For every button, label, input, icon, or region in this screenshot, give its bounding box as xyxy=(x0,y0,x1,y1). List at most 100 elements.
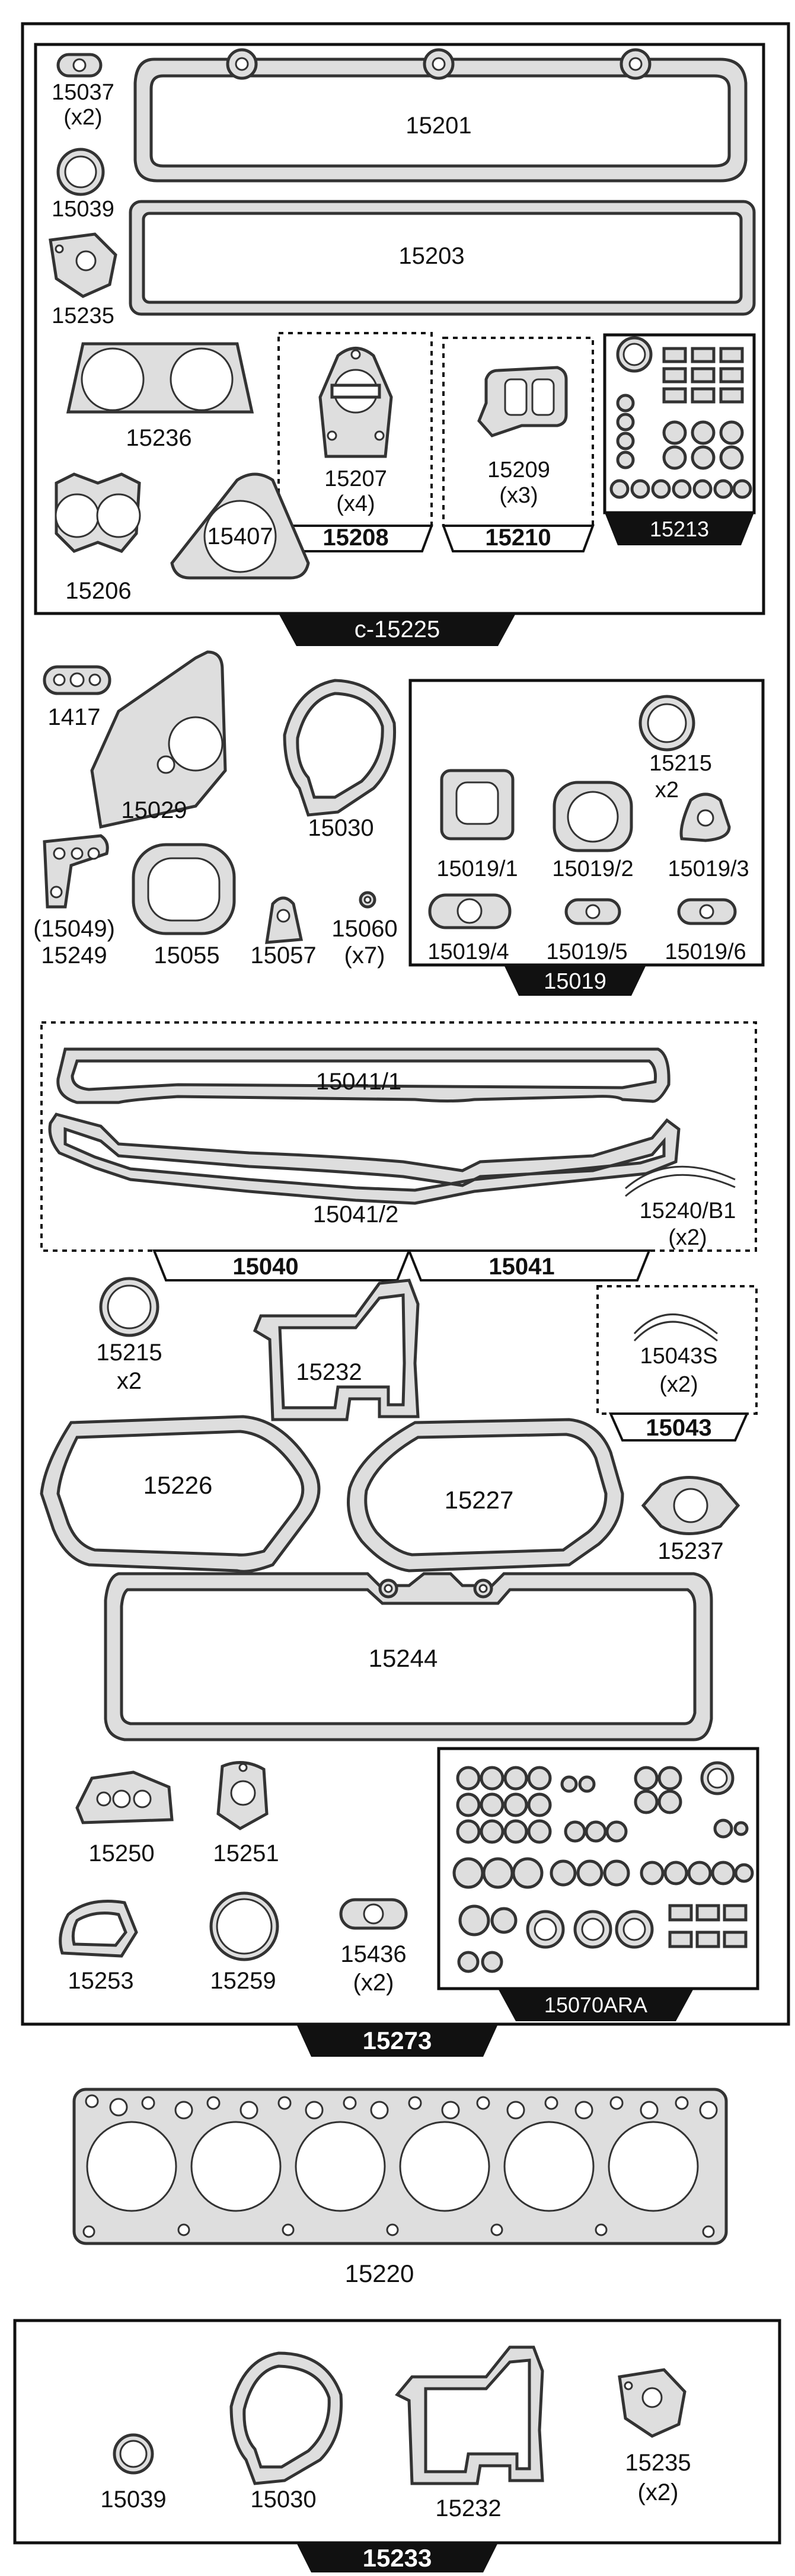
gasket-15019-2 xyxy=(553,781,633,852)
label-15407: 15407 xyxy=(207,523,273,549)
kit-15213-tab xyxy=(605,513,754,545)
gasket-15237 xyxy=(641,1476,740,1535)
label-15232: 15232 xyxy=(296,1359,362,1385)
label-15207-qty: (x4) xyxy=(336,491,375,516)
label-15237: 15237 xyxy=(657,1538,723,1564)
label-15250: 15250 xyxy=(88,1840,154,1867)
label-15209: 15209 xyxy=(487,458,550,482)
gasket-15236 xyxy=(66,342,254,414)
gasket-15057 xyxy=(265,896,304,944)
label-kit-15213: 15213 xyxy=(650,517,709,541)
gasket-15019-3 xyxy=(679,792,731,842)
label-kit-15019: 15019 xyxy=(544,969,606,994)
label-15215b: 15215 xyxy=(96,1340,162,1366)
label-kit-15043: 15043 xyxy=(646,1415,711,1441)
label-15251: 15251 xyxy=(213,1840,279,1867)
label-15227: 15227 xyxy=(445,1486,514,1514)
kit-15213-parts xyxy=(609,336,752,499)
label-15037-qty: (x2) xyxy=(63,105,102,130)
label-15203: 15203 xyxy=(398,243,464,269)
gasket-15249 xyxy=(43,834,109,909)
label-15019-1: 15019/1 xyxy=(436,856,518,881)
label-kit-15225: c-15225 xyxy=(355,616,440,643)
label-15244: 15244 xyxy=(369,1644,438,1672)
gasket-15436 xyxy=(339,1898,408,1930)
gasket-15019-4 xyxy=(428,893,512,929)
gasket-15030b xyxy=(229,2351,343,2485)
gasket-1417 xyxy=(43,665,111,695)
kit-15043-frame xyxy=(596,1285,758,1415)
label-15019-3: 15019/3 xyxy=(668,856,749,881)
gasket-15232b xyxy=(395,2345,544,2485)
label-15039b: 15039 xyxy=(100,2486,166,2513)
label-15039: 15039 xyxy=(52,197,114,222)
label-15037: 15037 xyxy=(52,80,114,105)
label-15226: 15226 xyxy=(143,1471,213,1499)
label-15215: 15215 xyxy=(649,751,712,776)
label-15232b: 15232 xyxy=(435,2495,501,2521)
gasket-15209 xyxy=(477,366,568,437)
label-15215b-qty: x2 xyxy=(117,1368,142,1394)
label-15055: 15055 xyxy=(154,942,219,969)
label-15207: 15207 xyxy=(324,466,387,491)
label-kit-15208: 15208 xyxy=(323,525,388,551)
gasket-15207 xyxy=(318,347,393,458)
gasket-15043s xyxy=(633,1313,718,1342)
gasket-15201 xyxy=(133,48,748,183)
kit-15070ara-parts xyxy=(452,1761,754,1973)
label-15019-2: 15019/2 xyxy=(552,856,633,881)
label-15057: 15057 xyxy=(250,942,316,969)
gasket-15041-1 xyxy=(56,1047,671,1104)
label-15206: 15206 xyxy=(65,578,131,604)
gasket-15019-5 xyxy=(564,898,621,925)
label-15041-2: 15041/2 xyxy=(313,1201,399,1228)
kit-15043-tab xyxy=(608,1412,749,1442)
label-15259: 15259 xyxy=(210,1968,276,1994)
label-15253: 15253 xyxy=(68,1968,133,1994)
label-15209-qty: (x3) xyxy=(499,483,538,508)
gasket-15407 xyxy=(170,472,310,580)
label-15060-qty: (x7) xyxy=(344,942,385,969)
label-15019-4: 15019/4 xyxy=(427,939,509,964)
label-15029: 15029 xyxy=(121,797,187,823)
label-kit-15210: 15210 xyxy=(485,525,551,551)
label-15201: 15201 xyxy=(406,113,471,139)
label-15019-5: 15019/5 xyxy=(546,939,627,964)
label-15240-qty: (x2) xyxy=(668,1225,707,1250)
label-15240-b1: 15240/B1 xyxy=(640,1198,736,1223)
gasket-15055 xyxy=(132,843,236,935)
label-15249: 15249 xyxy=(41,942,107,969)
kit-15225-tab xyxy=(279,613,516,646)
label-15235: 15235 xyxy=(52,303,114,328)
gasket-15251 xyxy=(216,1761,269,1830)
gasket-15037 xyxy=(56,53,103,78)
label-15030b: 15030 xyxy=(250,2486,316,2513)
gasket-15029 xyxy=(90,650,227,829)
gasket-15030 xyxy=(283,679,397,817)
gasket-15019-6 xyxy=(677,898,737,925)
label-15215-qty: x2 xyxy=(655,778,679,803)
kit-15070ara-tab xyxy=(498,1989,694,2021)
gasket-15203 xyxy=(129,200,756,316)
label-15060: 15060 xyxy=(331,916,397,942)
gasket-15250 xyxy=(75,1770,174,1824)
gasket-15253 xyxy=(59,1900,138,1958)
gasket-15041-2 xyxy=(48,1113,681,1205)
label-1417: 1417 xyxy=(48,704,101,730)
label-15436-qty: (x2) xyxy=(353,1970,394,1996)
gasket-15206 xyxy=(55,472,141,553)
kit-15273-tab xyxy=(296,2024,498,2057)
label-kit-15273: 15273 xyxy=(363,2027,432,2054)
gasket-15235 xyxy=(49,232,117,298)
label-kit-15070ara: 15070ARA xyxy=(544,1993,647,2017)
label-15436: 15436 xyxy=(340,1941,406,1967)
gasket-15227 xyxy=(347,1418,624,1573)
label-15220: 15220 xyxy=(345,2259,414,2287)
kit-15041-tab xyxy=(407,1249,651,1281)
gasket-15220 xyxy=(72,2088,728,2245)
gasket-15226 xyxy=(40,1415,321,1573)
label-kit-15041: 15041 xyxy=(489,1254,554,1280)
label-15235b: 15235 xyxy=(625,2450,691,2476)
kit-15019-tab xyxy=(504,965,646,996)
